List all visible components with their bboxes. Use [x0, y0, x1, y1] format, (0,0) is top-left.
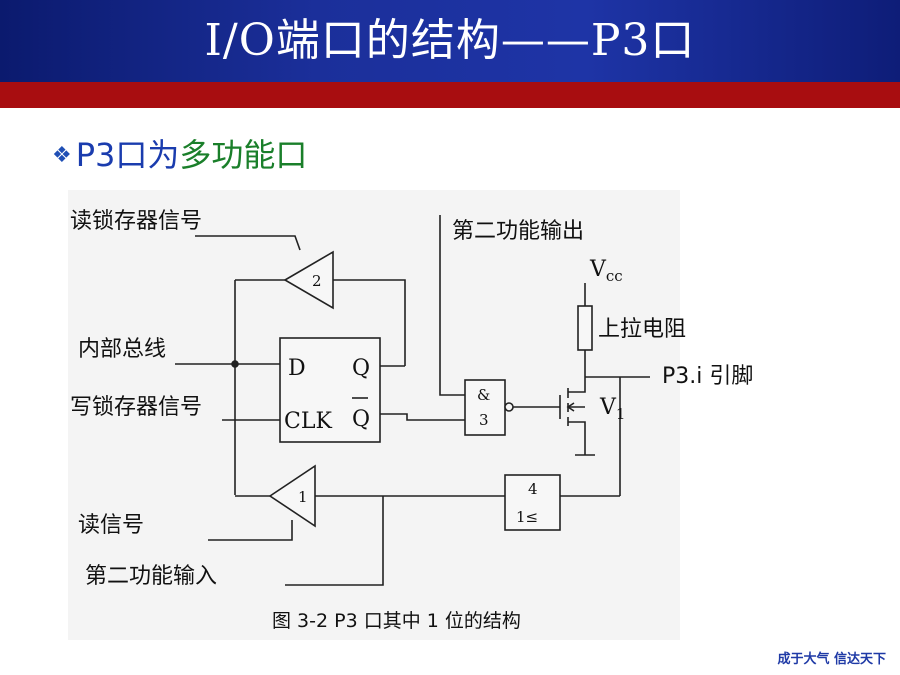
read-signal-label: 读信号: [78, 513, 144, 538]
read-latch-signal-wire: [195, 235, 301, 251]
latch-d-label: D: [288, 356, 306, 381]
bus-junction: [231, 360, 239, 368]
second-func-output-label: 第二功能输出: [452, 219, 584, 244]
and-symbol: &: [477, 386, 490, 404]
fet-arrow: [566, 402, 575, 412]
latch-clk-label: CLK: [284, 409, 332, 434]
second-func-input-wire: [285, 496, 384, 586]
buffer-2: [283, 250, 334, 310]
pullup-resistor: [577, 305, 593, 351]
read-latch-label: 读锁存器信号: [70, 209, 202, 234]
and-inverter-bubble: [504, 402, 514, 412]
vcc-label: Vcc: [589, 257, 623, 285]
second-func-output-wire: [439, 215, 465, 396]
slide-title: I/O端口的结构——P3口: [204, 15, 696, 66]
fet-label: V1: [599, 395, 625, 423]
diagram-caption: 图 3-2 P3 口其中 1 位的结构: [272, 610, 521, 632]
buffer4-number: 4: [528, 480, 538, 498]
university-banner: Chengdu University of Information Techno…: [0, 82, 900, 184]
second-func-input-label: 第二功能输入: [85, 564, 217, 589]
bullet-text-blue: P3口为: [75, 136, 180, 174]
buffer2-input-wire: [333, 279, 406, 366]
buffer1-number: 1: [298, 488, 308, 506]
bullet-text-green: 多功能口: [179, 136, 308, 174]
buffer-4: [504, 474, 561, 531]
buffer2-number: 2: [312, 272, 322, 290]
header-bar: I/O端口的结构——P3口: [0, 0, 900, 82]
read-signal-wire: [208, 520, 293, 541]
qbar-to-and-wire: [380, 413, 465, 421]
fet-source-wire: [568, 421, 586, 455]
buffer-1: [268, 464, 316, 528]
latch-qbar-label: Q: [352, 407, 370, 432]
pullup-label: 上拉电阻: [598, 317, 686, 342]
internal-bus-label: 内部总线: [78, 337, 166, 362]
fet-drain-wire: [568, 377, 586, 393]
diamond-bullet-icon: ❖: [52, 143, 72, 168]
buffer4-symbol: 1≤: [516, 508, 538, 526]
write-latch-label: 写锁存器信号: [70, 395, 202, 420]
footer-slogan: 成于大气 信达天下: [777, 652, 886, 667]
university-name: Chengdu University of Information Techno…: [10, 170, 334, 184]
latch-q-label: Q: [352, 356, 370, 381]
pin-label: P3.i 引脚: [662, 364, 753, 389]
bullet-point: ❖P3口为多功能口: [52, 133, 307, 178]
and-number: 3: [479, 411, 489, 429]
and-gate: [464, 379, 506, 436]
latch-box: [279, 337, 381, 443]
